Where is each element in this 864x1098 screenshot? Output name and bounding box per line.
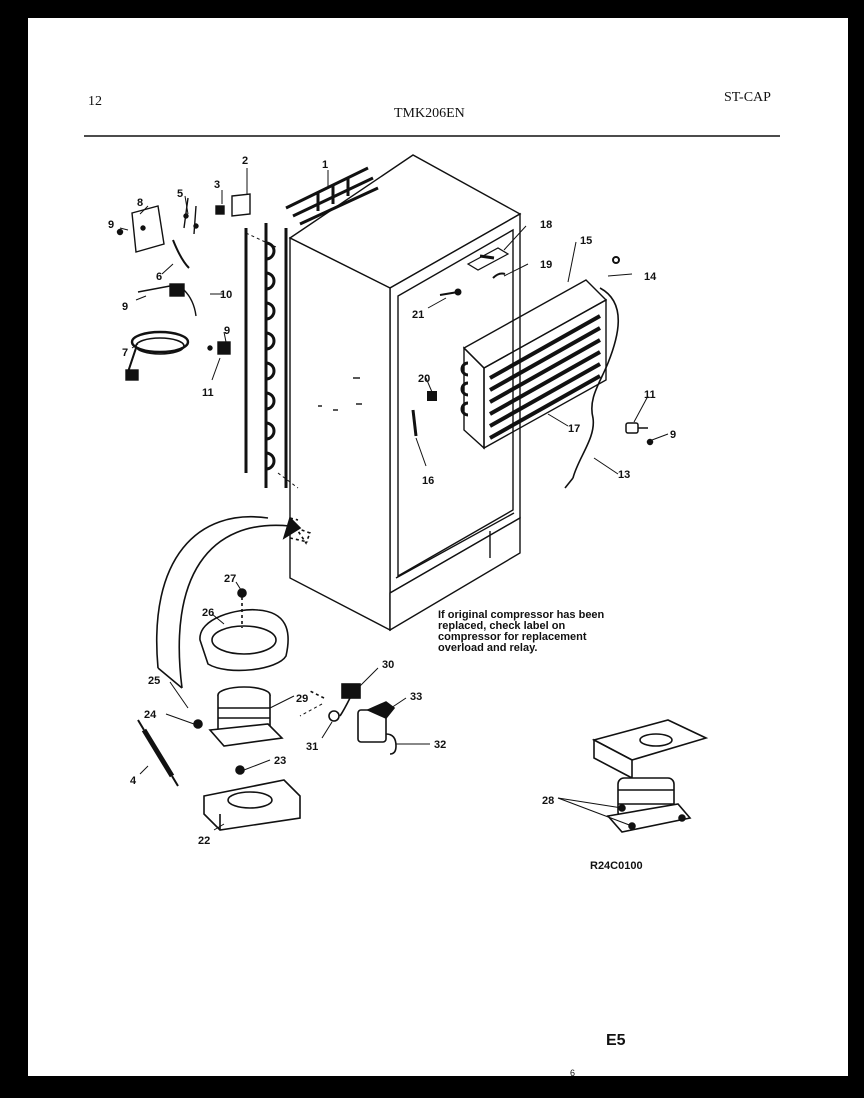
callout-20: 20 — [418, 373, 430, 385]
left-small-parts — [116, 193, 251, 381]
callout-24: 24 — [144, 709, 157, 721]
callout-9-b: 9 — [122, 301, 128, 313]
callout-15: 15 — [580, 235, 592, 247]
callout-9-d: 9 — [670, 429, 676, 441]
callout-4: 4 — [130, 775, 137, 787]
callout-27: 27 — [224, 573, 236, 585]
callout-22: 22 — [198, 835, 210, 847]
evaporator — [460, 279, 620, 489]
callout-26: 26 — [202, 607, 214, 619]
callout-10: 10 — [220, 289, 232, 301]
callout-30: 30 — [382, 659, 394, 671]
callout-labels: 1 2 3 5 8 9 6 9 10 7 9 11 18 15 19 14 21… — [108, 155, 676, 847]
callout-32: 32 — [434, 739, 446, 751]
part-11-right — [625, 422, 654, 446]
cabinet — [288, 154, 522, 632]
electrical-parts — [307, 683, 397, 755]
sheet-code: E5 — [606, 1032, 626, 1049]
small-parts-cabinet — [411, 256, 620, 437]
callout-8: 8 — [137, 197, 143, 209]
drain-tube — [156, 516, 312, 689]
part-18-bracket — [466, 247, 510, 279]
callout-18: 18 — [540, 219, 552, 231]
callout-17: 17 — [568, 423, 580, 435]
callout-25: 25 — [148, 675, 160, 687]
callout-6: 6 — [156, 271, 162, 283]
leader-lines — [119, 168, 669, 831]
callout-16: 16 — [422, 475, 434, 487]
callout-28: 28 — [542, 795, 554, 807]
callout-21: 21 — [412, 309, 424, 321]
callout-14: 14 — [644, 271, 657, 283]
callout-11-a: 11 — [202, 387, 214, 399]
callout-3: 3 — [214, 179, 220, 191]
callout-2: 2 — [242, 155, 248, 167]
callout-13: 13 — [618, 469, 630, 481]
drain-pan — [199, 588, 289, 672]
section-code: ST-CAP — [724, 90, 771, 105]
drawing-code: R24C0100 — [590, 860, 643, 872]
callout-11-b: 11 — [644, 389, 656, 401]
page-number: 12 — [88, 94, 102, 109]
callout-29: 29 — [296, 693, 308, 705]
callout-33: 33 — [410, 691, 422, 703]
callout-31: 31 — [306, 741, 318, 753]
footer-mark: 6 — [570, 1068, 576, 1076]
callout-7: 7 — [122, 347, 128, 359]
callout-5: 5 — [177, 188, 183, 200]
callout-1: 1 — [322, 159, 328, 171]
compressor — [137, 686, 301, 831]
callout-9-c: 9 — [224, 325, 230, 337]
compressor-replacement-note: If original compressor has been replaced… — [438, 609, 605, 654]
condenser-leader — [245, 232, 299, 489]
callout-23: 23 — [274, 755, 286, 767]
replacement-compressor — [591, 719, 709, 833]
condenser-coil — [244, 166, 379, 488]
model-number: TMK206EN — [394, 106, 465, 121]
exploded-view-drawing: 1 2 3 5 8 9 6 9 10 7 9 11 18 15 19 14 21… — [84, 135, 780, 847]
callout-19: 19 — [540, 259, 552, 271]
callout-9-a: 9 — [108, 219, 114, 231]
parts-diagram-sheet: 12 TMK206EN ST-CAP — [28, 18, 848, 1076]
